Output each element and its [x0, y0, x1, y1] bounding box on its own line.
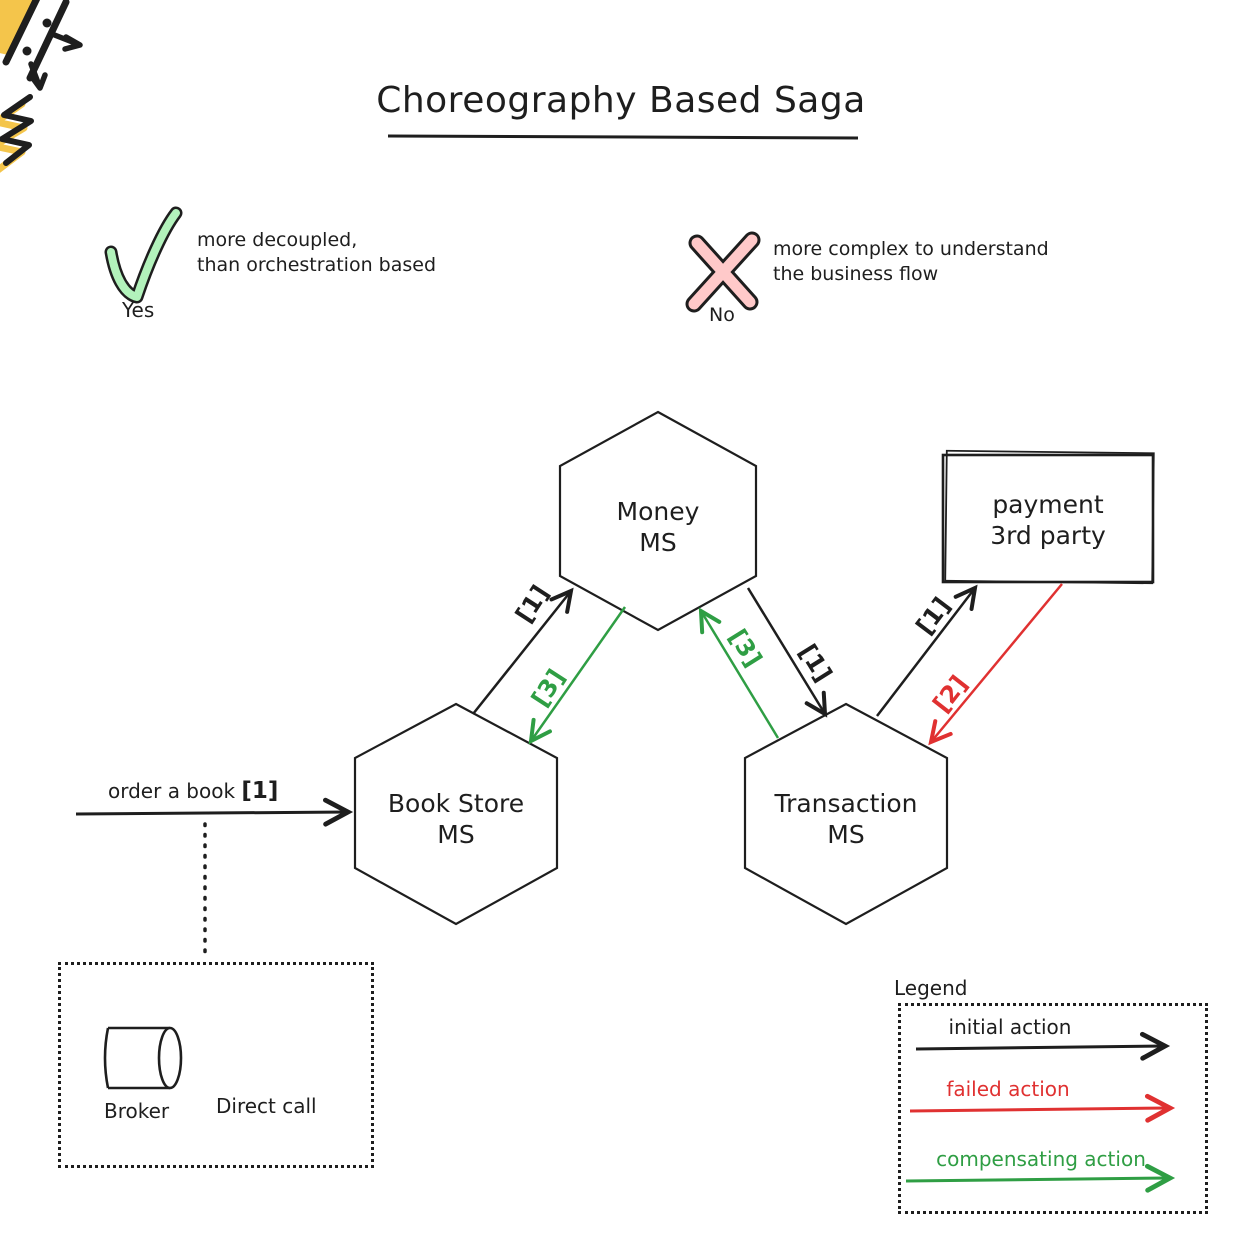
order-a-book-arrow	[75, 797, 354, 827]
payment-line1: payment	[992, 490, 1104, 519]
payment-line2: 3rd party	[990, 521, 1106, 550]
money-to-book-arrow	[528, 606, 627, 745]
cross-icon	[685, 231, 761, 313]
payment-3rd-party-box	[941, 449, 1155, 585]
book-to-money-arrow	[472, 587, 574, 715]
transaction-ms-label: Transaction MS	[746, 788, 946, 850]
transaction-ms-hexagon	[743, 702, 949, 926]
money-ms-line2: MS	[639, 528, 677, 557]
transaction-ms-line1: Transaction	[774, 789, 918, 818]
legend-failed-action-arrow	[909, 1093, 1176, 1123]
legend-initial-action-label: initial action	[948, 1015, 1072, 1039]
legend-compensating-action-label: compensating action	[936, 1147, 1146, 1171]
pros-text: more decoupled, than orchestration based	[197, 228, 436, 278]
title-underline	[387, 134, 859, 140]
order-a-book-text: order a book	[108, 779, 236, 803]
transaction-to-money-arrow	[698, 607, 780, 739]
legend-initial-action-arrow	[915, 1031, 1171, 1061]
broker-legend-box	[58, 962, 374, 1168]
broker-label: Broker	[104, 1099, 170, 1123]
legend-failed-action-label: failed action	[946, 1077, 1070, 1101]
rocket-doodle-icon	[0, 0, 83, 173]
book-store-ms-line2: MS	[437, 820, 475, 849]
legend-title: Legend	[894, 976, 968, 1000]
book-store-ms-label: Book Store MS	[356, 788, 556, 850]
direct-call-label: Direct call	[216, 1094, 317, 1118]
order-a-book-label: order a book [1]	[108, 778, 278, 804]
cons-text-line1: more complex to understand	[773, 238, 1049, 260]
legend-compensating-action-arrow	[905, 1163, 1176, 1193]
check-icon	[104, 206, 183, 304]
payment-3rd-party-label: payment 3rd party	[948, 489, 1148, 551]
money-to-transaction-arrow	[746, 587, 828, 718]
book-store-ms-hexagon	[353, 702, 559, 926]
transaction-to-payment-arrow	[876, 584, 978, 717]
cons-text-line2: the business flow	[773, 263, 939, 285]
cons-text: more complex to understand the business …	[773, 237, 1049, 287]
pros-text-line1: more decoupled,	[197, 229, 358, 251]
money-ms-label: Money MS	[558, 496, 758, 558]
money-ms-line1: Money	[616, 497, 700, 526]
page-title: Choreography Based Saga	[376, 80, 866, 121]
order-a-book-tag: [1]	[241, 778, 279, 804]
transaction-ms-line2: MS	[827, 820, 865, 849]
pros-text-line2: than orchestration based	[197, 254, 437, 276]
yes-label: Yes	[122, 298, 155, 322]
money-ms-hexagon	[558, 410, 758, 632]
book-store-ms-line1: Book Store	[387, 789, 525, 818]
no-label: No	[709, 304, 735, 326]
payment-to-transaction-arrow	[928, 583, 1063, 746]
broker-cylinder-icon	[103, 1026, 183, 1090]
legend-box	[898, 1003, 1208, 1214]
